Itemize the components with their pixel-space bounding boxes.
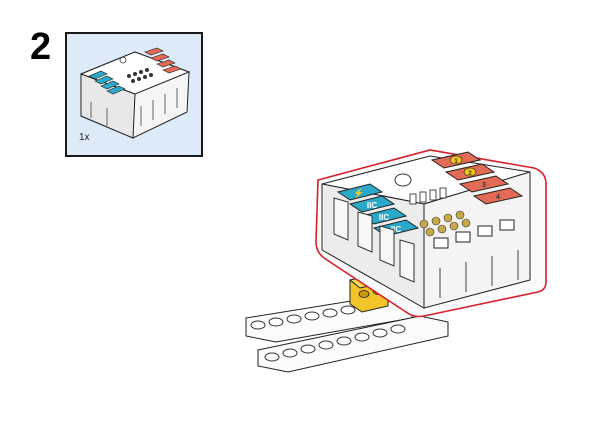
port-power-label: ⚡ [353, 187, 364, 199]
port-4-label: 4 [496, 194, 500, 201]
port-iic-label-2: IIC [379, 213, 389, 222]
controller-module: ⚡ IIC IIC IIC 1 2 3 [315, 149, 547, 318]
step-number: 2 [30, 26, 52, 68]
controller-thumbnail [79, 47, 191, 139]
port-1-label: 1 [454, 159, 458, 165]
port-3-label: 3 [482, 182, 486, 189]
parts-quantity: 1x [79, 132, 90, 143]
port-orange-2: 2 [444, 163, 496, 181]
port-blue-2: IIC [348, 195, 396, 213]
port-orange-4: 4 [472, 187, 524, 205]
port-orange-1: 1 [430, 151, 482, 169]
port-iic-label-1: IIC [367, 201, 377, 210]
parts-callout: 1x [65, 32, 203, 157]
port-blue-1: ⚡ [336, 183, 384, 201]
pin-pads [419, 210, 471, 237]
port-orange-3: 3 [458, 175, 510, 193]
port-2-label: 2 [468, 171, 472, 177]
port-iic-label-3: IIC [391, 225, 401, 234]
